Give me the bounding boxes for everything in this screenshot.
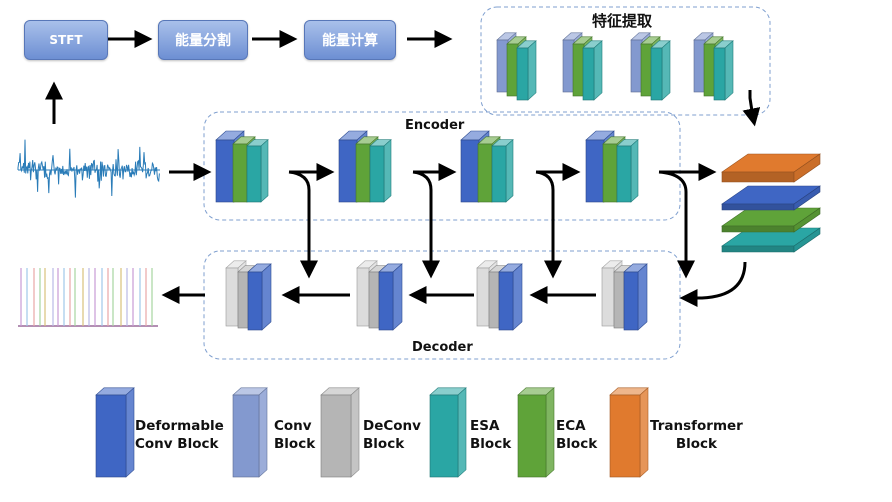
feature-extraction-title: 特征提取 <box>592 12 653 30</box>
legend-eca-label: ECA Block <box>556 417 597 453</box>
energy-calculation-label: 能量计算 <box>322 33 378 49</box>
legend-deformable-label: Deformable Conv Block <box>135 417 224 453</box>
legend-deconv-label: DeConv Block <box>363 417 421 453</box>
fe-esa-block <box>516 40 537 101</box>
output-signal <box>18 268 158 327</box>
encoder-esa-block <box>491 139 514 203</box>
legend-esa-line2: Block <box>470 436 512 452</box>
transformer-feature-stack <box>721 153 821 253</box>
legend-deconv-line2: Block <box>363 436 405 452</box>
encoder-esa-block <box>369 139 392 203</box>
legend-deformable-line1: Deformable <box>135 418 224 434</box>
stack-esa-layer <box>721 227 821 253</box>
decoder-deformable-block <box>498 263 523 331</box>
stft-label: STFT <box>49 33 83 47</box>
energy-segmentation-box: 能量分割 <box>158 20 248 60</box>
fe-esa-block <box>713 40 734 101</box>
stack-eca-layer <box>721 207 821 233</box>
energy-calculation-box: 能量计算 <box>304 20 396 60</box>
legend-deformable-swatch <box>95 387 135 478</box>
legend-eca-line1: ECA <box>556 418 586 434</box>
encoder-blocks <box>215 130 639 203</box>
decoder-arrows <box>161 261 747 307</box>
encoder-esa-block <box>246 139 269 203</box>
skip-connection-arrows <box>288 170 695 279</box>
legend-transformer-label: Transformer Block <box>650 417 743 453</box>
feature-extraction-blocks <box>496 32 734 101</box>
legend-deconv-swatch <box>320 387 360 478</box>
decoder-blocks <box>225 260 648 331</box>
legend-conv-line2: Block <box>274 436 316 452</box>
stft-box: STFT <box>24 20 108 60</box>
legend-conv-swatch <box>232 387 268 478</box>
input-waveform <box>17 139 160 198</box>
legend-conv-label: Conv Block <box>274 417 315 453</box>
legend-esa-swatch <box>429 387 467 478</box>
decoder-deformable-block <box>247 263 272 331</box>
energy-segmentation-label: 能量分割 <box>175 33 231 49</box>
legend-transformer-swatch <box>609 387 649 478</box>
legend-swatches <box>95 387 649 478</box>
legend-deconv-line1: DeConv <box>363 418 421 434</box>
legend-eca-line2: Block <box>556 436 598 452</box>
legend-transformer-line2: Block <box>675 436 717 452</box>
decoder-deformable-block <box>378 263 403 331</box>
stack-deformable-layer <box>721 185 821 211</box>
legend-eca-swatch <box>517 387 555 478</box>
pipeline-arrows <box>45 30 761 127</box>
encoder-esa-block <box>616 139 639 203</box>
stack-transformer-layer <box>721 153 821 183</box>
legend-esa-label: ESA Block <box>470 417 511 453</box>
encoder-title: Encoder <box>405 118 465 133</box>
feature-extraction-group <box>480 6 771 116</box>
fe-esa-block <box>650 40 671 101</box>
legend-esa-line1: ESA <box>470 418 500 434</box>
fe-esa-block <box>582 40 603 101</box>
encoder-group <box>203 111 681 221</box>
legend-deformable-line2: Conv Block <box>135 436 219 452</box>
decoder-title: Decoder <box>412 340 473 355</box>
legend-transformer-line1: Transformer <box>650 418 743 434</box>
decoder-deformable-block <box>623 263 648 331</box>
legend-conv-line1: Conv <box>274 418 312 434</box>
